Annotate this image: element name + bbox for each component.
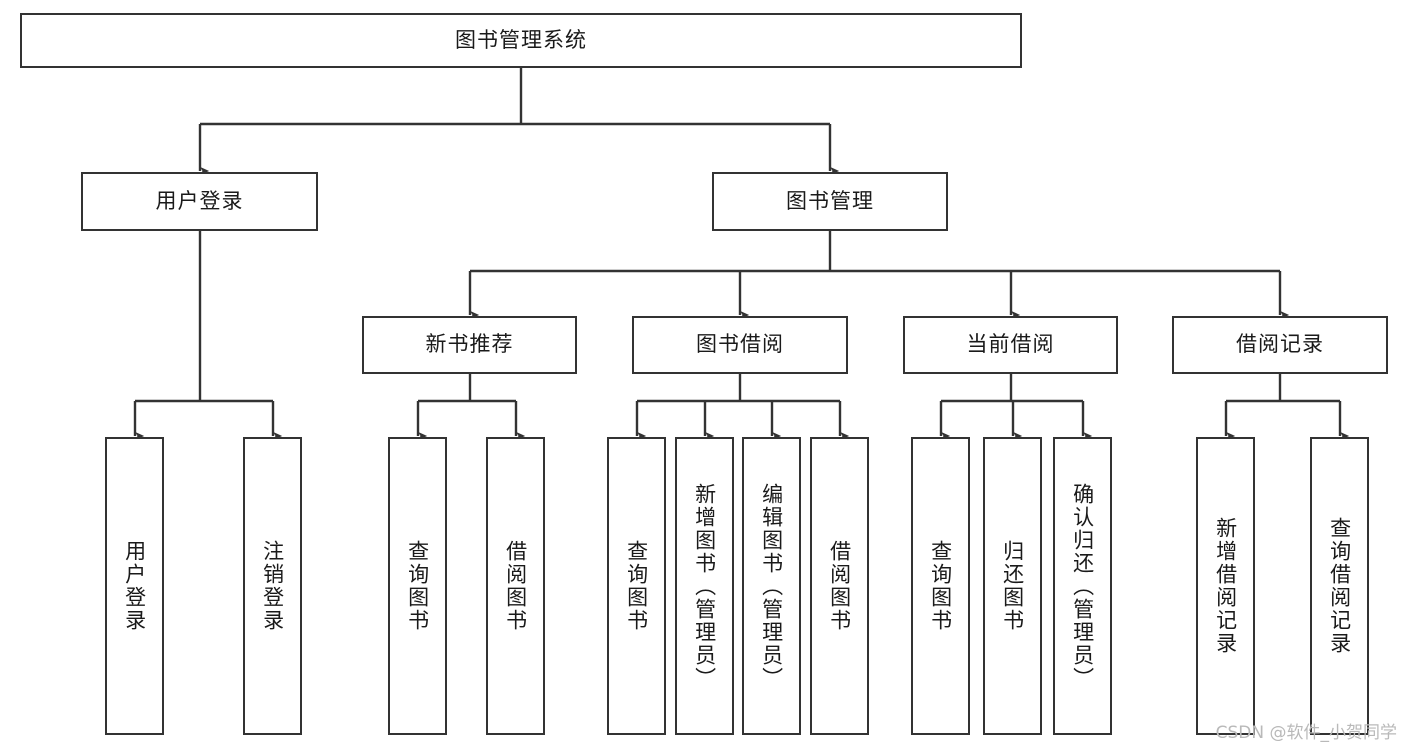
node-label: 图书借阅 — [696, 332, 784, 357]
node-label: 确认归还（管理员） — [1070, 482, 1095, 690]
node-label: 图书管理 — [786, 188, 874, 213]
node-leaf-query-book-1[interactable]: 查询图书 — [388, 437, 447, 735]
node-book-borrow[interactable]: 图书借阅 — [632, 316, 848, 374]
node-leaf-query-borrow-record[interactable]: 查询借阅记录 — [1310, 437, 1369, 735]
watermark-text: CSDN @软件_小贺同学 — [1215, 723, 1397, 743]
node-label: 归还图书 — [1000, 540, 1025, 632]
node-label: 新增借阅记录 — [1213, 517, 1238, 655]
node-label: 新增图书（管理员） — [692, 482, 717, 690]
node-leaf-borrow-book-1[interactable]: 借阅图书 — [486, 437, 545, 735]
node-leaf-confirm-return-admin[interactable]: 确认归还（管理员） — [1053, 437, 1112, 735]
node-leaf-edit-book-admin[interactable]: 编辑图书（管理员） — [742, 437, 801, 735]
node-label: 借阅图书 — [503, 540, 528, 632]
node-label: 编辑图书（管理员） — [759, 482, 784, 690]
node-label: 新书推荐 — [425, 332, 514, 357]
node-leaf-query-book-3[interactable]: 查询图书 — [911, 437, 970, 735]
node-label: 用户登录 — [122, 540, 147, 632]
node-label: 借阅图书 — [827, 540, 852, 632]
node-label: 借阅记录 — [1236, 332, 1324, 357]
node-label: 当前借阅 — [966, 332, 1055, 357]
node-label: 查询图书 — [624, 540, 649, 632]
node-label: 查询借阅记录 — [1327, 517, 1352, 655]
node-book-manage[interactable]: 图书管理 — [712, 172, 948, 231]
node-leaf-add-book-admin[interactable]: 新增图书（管理员） — [675, 437, 734, 735]
node-leaf-query-book-2[interactable]: 查询图书 — [607, 437, 666, 735]
node-leaf-add-borrow-record[interactable]: 新增借阅记录 — [1196, 437, 1255, 735]
node-root-图书管理系统[interactable]: 图书管理系统 — [20, 13, 1022, 68]
node-current-borrow[interactable]: 当前借阅 — [903, 316, 1118, 374]
node-user-login[interactable]: 用户登录 — [81, 172, 318, 231]
node-leaf-borrow-book-2[interactable]: 借阅图书 — [810, 437, 869, 735]
node-label: 用户登录 — [155, 188, 244, 213]
node-label: 图书管理系统 — [455, 27, 587, 52]
node-leaf-logout-login[interactable]: 注销登录 — [243, 437, 302, 735]
node-new-book-recommend[interactable]: 新书推荐 — [362, 316, 577, 374]
node-label: 查询图书 — [928, 540, 953, 632]
node-borrow-record[interactable]: 借阅记录 — [1172, 316, 1388, 374]
node-leaf-user-login[interactable]: 用户登录 — [105, 437, 164, 735]
node-label: 注销登录 — [260, 540, 285, 632]
node-label: 查询图书 — [405, 540, 430, 632]
node-leaf-return-book[interactable]: 归还图书 — [983, 437, 1042, 735]
